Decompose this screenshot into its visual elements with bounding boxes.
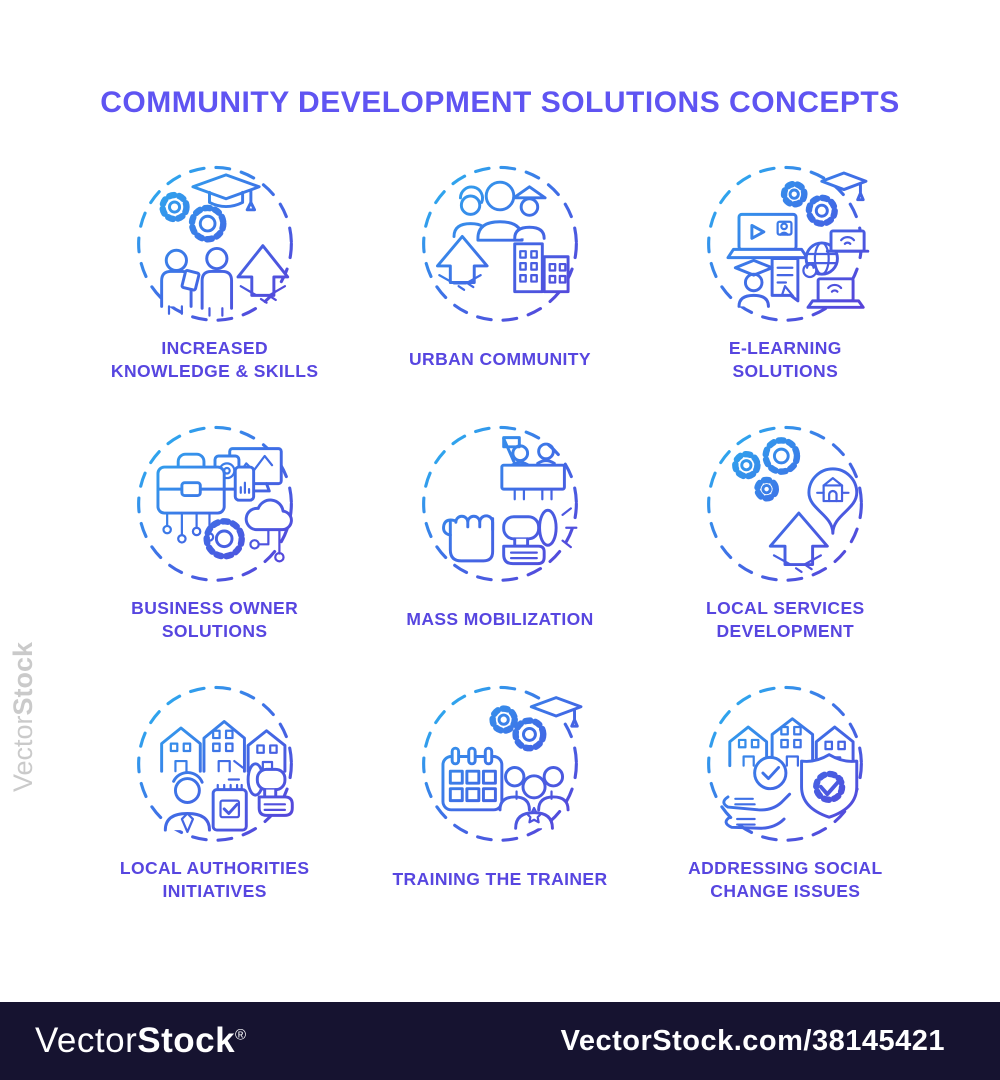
increased-knowledge-skills-icon [136,165,293,322]
page-title: COMMUNITY DEVELOPMENT SOLUTIONS CONCEPTS [100,86,900,119]
e-learning-solutions-icon [707,165,870,322]
urban-community-icon [422,165,578,322]
footer-bar: VectorStock® VectorStock.com/38145421 [0,1002,1000,1080]
concept-urban-community: URBAN COMMUNITY [357,150,642,410]
business-owner-solutions-icon [136,425,293,582]
local-services-development-icon [707,425,864,582]
registered-mark: ® [235,1026,247,1044]
concept-label: TRAINING THE TRAINER [392,869,608,890]
mass-mobilization-icon [422,425,578,582]
concept-mass-mobilization: MASS MOBILIZATION [357,410,642,670]
local-authorities-initiatives-icon [136,685,294,842]
side-watermark: VectorStock [8,641,38,792]
concept-label: URBAN COMMUNITY [409,349,591,370]
training-the-trainer-icon [422,685,583,842]
vectorstock-logo: VectorStock® [35,1021,247,1060]
addressing-social-change-issues-icon [707,685,864,842]
image-url: VectorStock.com/38145421 [560,1024,945,1057]
concept-training-the-trainer: TRAINING THE TRAINER [357,670,642,930]
concept-label: MASS MOBILIZATION [406,609,594,630]
